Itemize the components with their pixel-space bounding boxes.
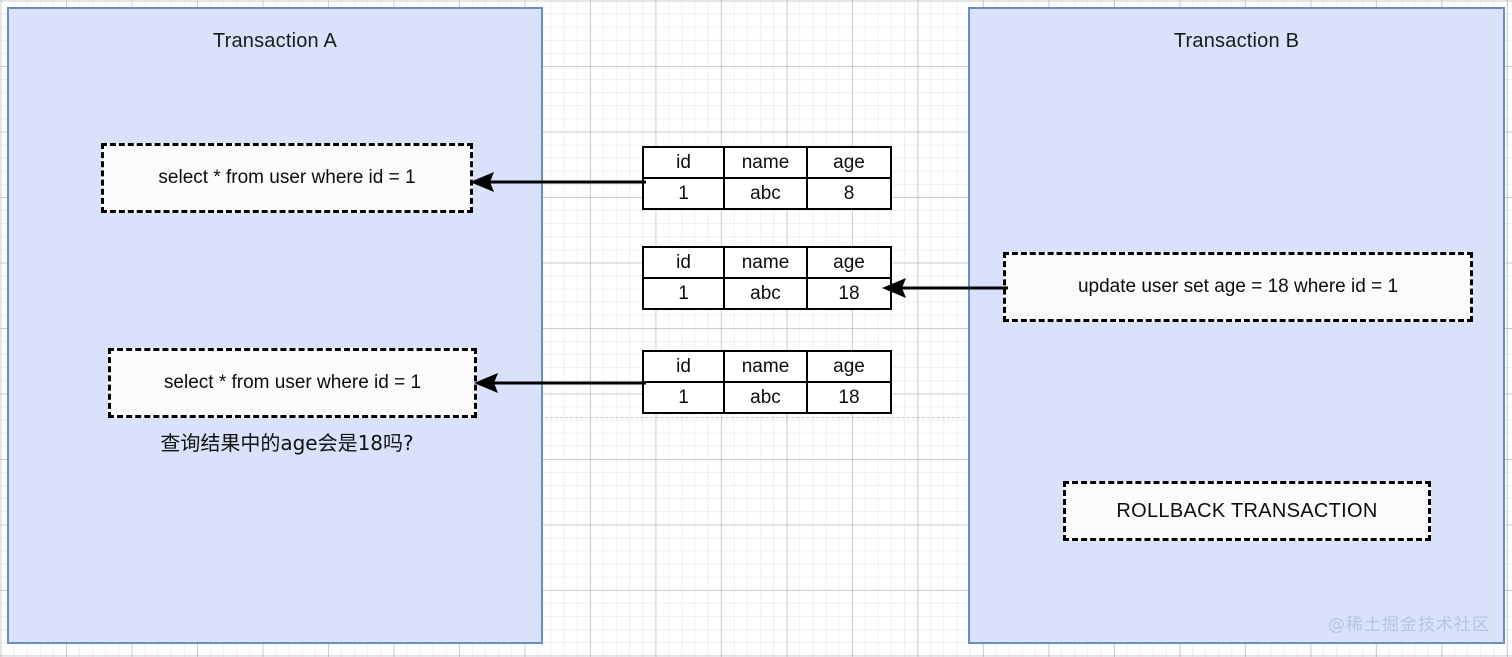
statement-box-rollback[interactable]: ROLLBACK TRANSACTION <box>1063 481 1431 541</box>
table-2-cell-id: 1 <box>642 277 725 310</box>
watermark: @稀土掘金技术社区 <box>1328 615 1490 635</box>
data-table-3: id name age 1 abc 18 <box>642 350 892 414</box>
arrow-table1-to-select1 <box>470 172 646 192</box>
table-2-header-name: name <box>723 246 808 279</box>
transaction-a-title: Transaction A <box>212 30 338 52</box>
statement-text-update: update user set age = 18 where id = 1 <box>1077 276 1399 297</box>
arrow-table3-to-select2 <box>474 373 646 393</box>
statement-box-select-2[interactable]: select * from user where id = 1 <box>108 348 477 418</box>
table-2-cell-age: 18 <box>806 277 892 310</box>
table-header-row: id name age <box>642 350 892 383</box>
table-1-header-id: id <box>642 146 725 179</box>
table-header-row: id name age <box>642 246 892 279</box>
table-1-header-name: name <box>723 146 808 179</box>
table-header-row: id name age <box>642 146 892 179</box>
table-1-cell-age: 8 <box>806 177 892 210</box>
question-note: 查询结果中的age会是18吗? <box>160 431 414 455</box>
data-table-2: id name age 1 abc 18 <box>642 246 892 310</box>
arrow-update-to-table2 <box>882 278 1008 298</box>
table-2-cell-name: abc <box>723 277 808 310</box>
table-2-header-id: id <box>642 246 725 279</box>
statement-text-select-2: select * from user where id = 1 <box>163 372 422 393</box>
table-3-cell-name: abc <box>723 381 808 414</box>
data-table-1: id name age 1 abc 8 <box>642 146 892 210</box>
table-row: 1 abc 18 <box>642 381 892 414</box>
statement-box-update[interactable]: update user set age = 18 where id = 1 <box>1003 252 1473 322</box>
table-1-header-age: age <box>806 146 892 179</box>
statement-text-rollback: ROLLBACK TRANSACTION <box>1116 499 1378 522</box>
statement-box-select-1[interactable]: select * from user where id = 1 <box>101 143 473 213</box>
table-2-header-age: age <box>806 246 892 279</box>
table-row: 1 abc 8 <box>642 177 892 210</box>
guide-line <box>545 417 965 418</box>
transaction-b-title: Transaction B <box>1173 30 1300 52</box>
statement-text-select-1: select * from user where id = 1 <box>158 167 416 188</box>
table-3-header-id: id <box>642 350 725 383</box>
table-row: 1 abc 18 <box>642 277 892 310</box>
transaction-b-panel: Transaction B <box>968 7 1505 644</box>
table-3-header-name: name <box>723 350 808 383</box>
table-3-header-age: age <box>806 350 892 383</box>
table-3-cell-age: 18 <box>806 381 892 414</box>
table-1-cell-id: 1 <box>642 177 725 210</box>
table-3-cell-id: 1 <box>642 381 725 414</box>
table-1-cell-name: abc <box>723 177 808 210</box>
transaction-a-panel: Transaction A <box>7 7 543 644</box>
